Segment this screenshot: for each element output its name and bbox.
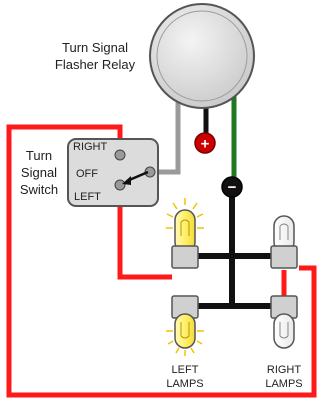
wire-left-circuit bbox=[117, 186, 172, 280]
switch-label-line1: Turn bbox=[26, 148, 52, 163]
switch-label-line2: Signal bbox=[21, 165, 57, 180]
right-lamp-upper bbox=[270, 215, 298, 269]
plus-symbol: + bbox=[201, 136, 210, 153]
negative-terminal: − bbox=[221, 176, 243, 198]
relay-label-line1: Turn Signal bbox=[62, 40, 128, 55]
left-lamp-upper bbox=[166, 198, 204, 269]
switch-pos-left: LEFT bbox=[74, 191, 101, 203]
right-lamp-lower bbox=[270, 295, 298, 349]
relay-label-line2: Flasher Relay bbox=[55, 57, 136, 72]
switch-pos-right: RIGHT bbox=[73, 141, 108, 153]
wire-relay-to-switch bbox=[152, 84, 181, 175]
glow-rays-icon bbox=[166, 198, 204, 229]
left-lamp-lower bbox=[166, 295, 204, 356]
switch-pos-off: OFF bbox=[76, 168, 98, 180]
left-lamps-label-line1: LEFT bbox=[172, 364, 199, 376]
glow-rays-icon bbox=[166, 330, 204, 356]
positive-terminal: + bbox=[194, 132, 216, 154]
ground-bus bbox=[196, 195, 272, 309]
wire-right-circuit bbox=[6, 124, 317, 398]
right-lamps-label-line1: RIGHT bbox=[267, 364, 302, 376]
turn-signal-switch bbox=[67, 138, 159, 207]
switch-label-line3: Switch bbox=[20, 182, 58, 197]
flasher-relay bbox=[149, 3, 255, 109]
right-lamps-label-line2: LAMPS bbox=[265, 378, 302, 390]
minus-symbol: − bbox=[228, 179, 237, 196]
left-lamps-label-line2: LAMPS bbox=[166, 378, 203, 390]
